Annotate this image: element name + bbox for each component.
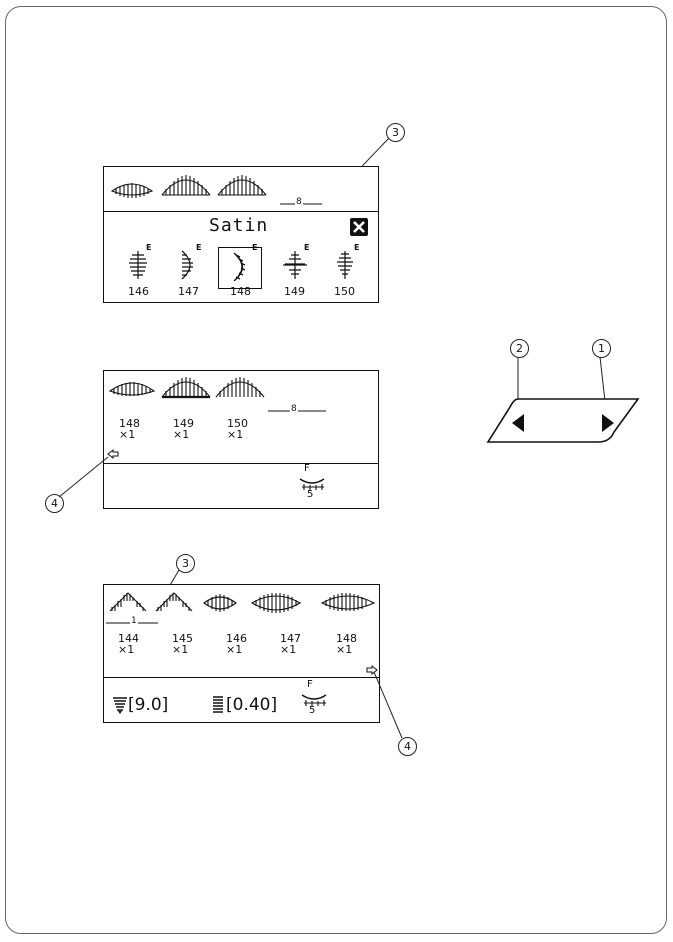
presser-foot-number: 5 [307,489,314,500]
lcd-screen-combination-start: 8 148 ×1 149 ×1 150 ×1 F 5 [103,370,379,509]
callout-4-bottom: 4 [398,737,417,756]
stitch-preview-row [106,592,376,624]
presser-foot-label: F [304,463,310,474]
satin-stitch-preview-1 [110,183,154,198]
entry-multiplier: ×1 [118,643,135,656]
pattern-number: 149 [284,285,305,298]
stitch-preview-146 [203,594,237,612]
stitch-icon-147 [181,250,193,280]
stitch-width-icon [112,696,128,714]
group-count: 1 [130,616,138,626]
satin-stitch-preview-2 [161,175,211,196]
pattern-tag: E [146,243,152,252]
entry-number: 147 [280,632,301,645]
lcd-screen-combination-end: 1 144 ×1 145 ×1 146 ×1 147 ×1 148 ×1 [9.… [103,584,380,723]
stitch-icon-150 [337,251,353,279]
entry-number: 148 [336,632,357,645]
right-triangle-icon[interactable] [596,412,620,434]
group-count: 8 [295,197,303,207]
satin-stitch-preview-149 [161,377,211,399]
pattern-148-selected[interactable]: E 148 [218,241,264,301]
pattern-149[interactable]: E 149 [276,243,316,301]
pattern-number: 150 [334,285,355,298]
pattern-number: 147 [178,285,199,298]
entry-multiplier: ×1 [226,643,243,656]
left-triangle-icon[interactable] [506,412,530,434]
screen-divider [104,211,378,212]
presser-foot-icon [300,691,328,707]
stitch-icon-146 [129,251,147,279]
pattern-146[interactable]: E 146 [120,243,160,301]
entry-multiplier: ×1 [280,643,297,656]
pattern-group-title: Satin [209,215,269,236]
satin-stitch-preview-148 [108,382,156,396]
pattern-number: 148 [230,285,251,298]
stitch-preview-145 [155,592,193,612]
pattern-150[interactable]: E 150 [326,243,366,301]
arrow-left-cursor-icon [107,448,119,460]
satin-stitch-preview-3 [217,175,267,196]
pattern-tag: E [304,243,310,252]
pattern-tag: E [252,243,258,252]
callout-4-middle: 4 [45,494,64,513]
satin-stitch-preview-150 [215,377,265,398]
direction-keys [486,398,640,444]
entry-multiplier: ×1 [173,428,190,441]
stitch-icon-149 [283,251,307,279]
stitch-width-value: [9.0] [128,695,169,715]
callout-3-top: 3 [386,123,405,142]
stitch-preview-148 [320,593,376,611]
page-frame [5,6,667,934]
entry-number: 149 [173,417,194,430]
close-x-icon[interactable] [350,218,368,236]
entry-number: 150 [227,417,248,430]
lcd-screen-satin-selection: 8 Satin E 146 E 147 [103,166,379,303]
entry-number: 146 [226,632,247,645]
pattern-147[interactable]: E 147 [170,243,210,301]
callout-1: 1 [592,339,611,358]
stitch-preview-147 [250,593,302,613]
pattern-tag: E [354,243,360,252]
stitch-length-value: [0.40] [226,695,278,715]
stitch-icon-148 [233,252,246,282]
screen-divider [104,677,379,678]
entry-number: 148 [119,417,140,430]
entry-number: 145 [172,632,193,645]
entry-multiplier: ×1 [336,643,353,656]
entry-number: 144 [118,632,139,645]
callout-2: 2 [510,339,529,358]
presser-foot-label: F [307,679,313,690]
stitch-preview-144 [109,592,147,612]
group-count: 8 [290,404,298,414]
entry-multiplier: ×1 [172,643,189,656]
presser-foot-icon [298,475,326,491]
screen-divider [104,463,378,464]
stitch-length-icon [212,695,224,715]
key-outline [486,398,640,443]
presser-foot-number: 5 [309,705,316,716]
entry-multiplier: ×1 [227,428,244,441]
pattern-number: 146 [128,285,149,298]
callout-3-bottom: 3 [176,554,195,573]
pattern-tag: E [196,243,202,252]
selection-box [218,247,262,289]
entry-multiplier: ×1 [119,428,136,441]
